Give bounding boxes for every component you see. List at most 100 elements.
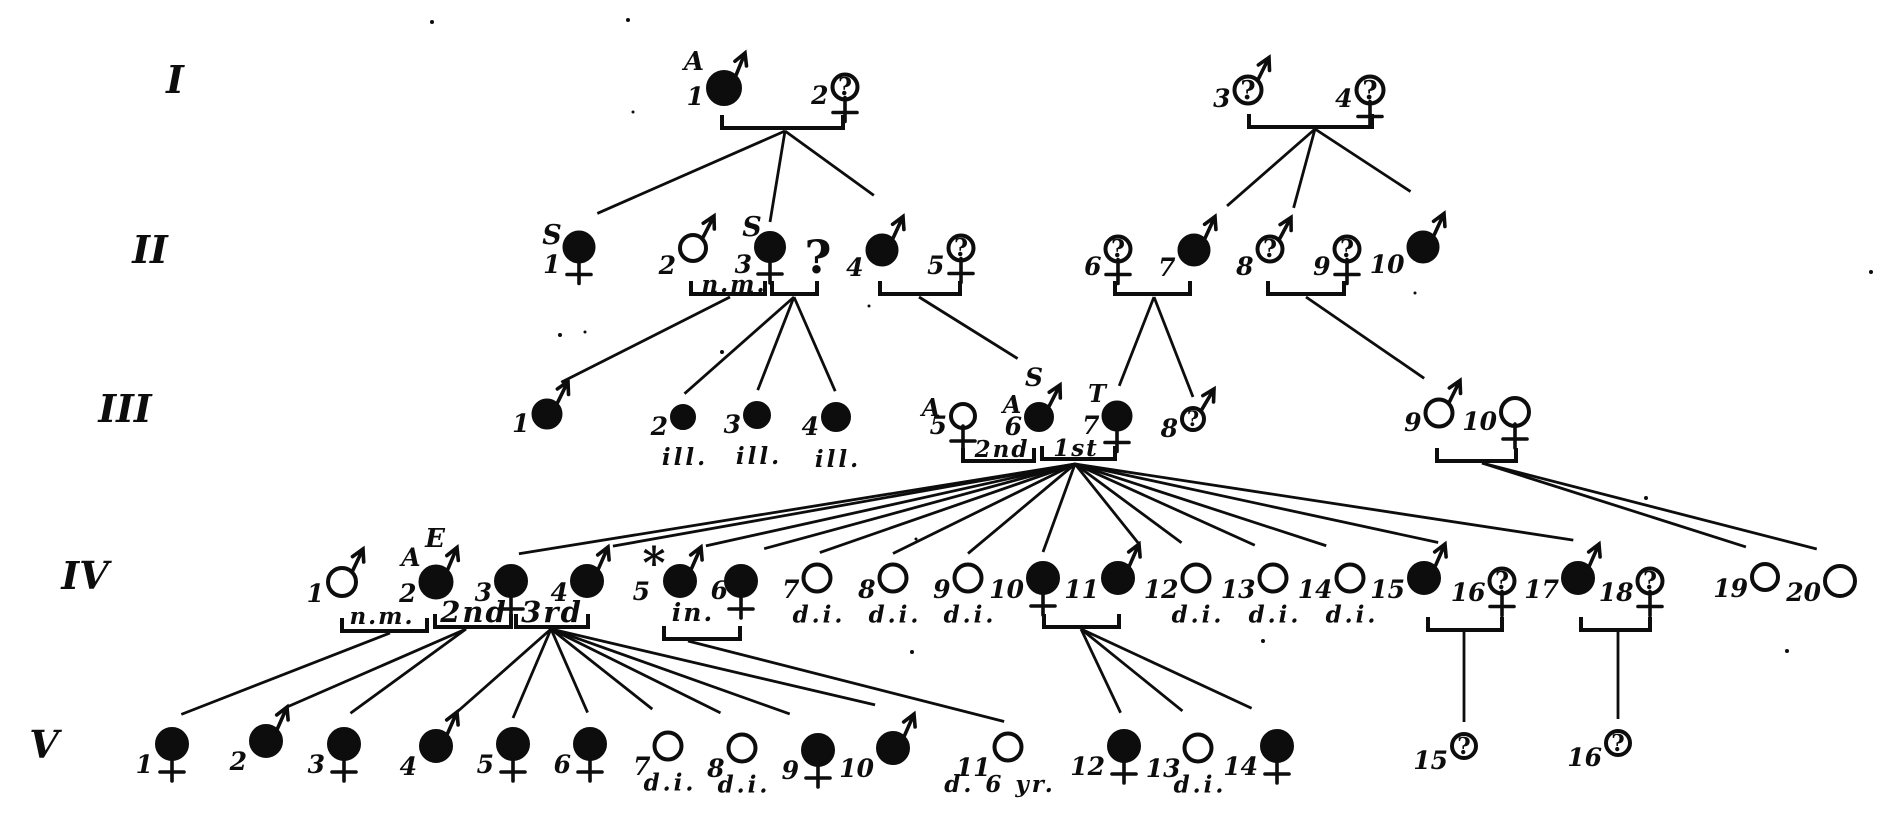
unaffected-circle-icon-IV-1 [326,566,358,598]
note-label-V-11: d. 6 yr. [944,771,1056,798]
speck-icon [1869,270,1873,274]
note-label-IV-9: d.i. [944,602,997,629]
individual-number-V-10: 10 [839,754,874,783]
individual-V-6: 6 [554,727,607,783]
descent-line-U13-V-7 [550,627,654,711]
descent-line-U10-IV-20 [1481,461,1818,551]
descent-lines [180,127,1818,723]
affected-circle-icon-III-4 [821,402,851,432]
individual-number-V-2: 2 [229,747,247,776]
affected-circle-icon-V-1 [155,727,189,761]
individual-number-III-6: 6 [1005,412,1022,441]
marriage-bracket-U12 [433,614,513,629]
individual-IV-13: 13d.i. [1221,562,1298,629]
individual-IV-8: 8d.i. [857,562,922,629]
affected-circle-icon-IV-3 [494,564,528,598]
unaffected-circle-icon-V-7 [652,730,684,762]
individual-number-III-3: 3 [724,410,741,439]
male-arrow-icon-III-8 [1199,385,1216,413]
note-label-III-2: ill. [662,444,708,471]
marriage-label-U9: 1st [1053,435,1099,462]
unaffected-circle-icon-III-10 [1499,396,1531,428]
male-arrow-icon-II-4 [890,213,906,242]
descent-line-U10-IV-19 [1481,461,1747,549]
individual-number-III-7: 7 [1082,411,1100,440]
individual-II-6: ?6 [1084,234,1133,286]
affected-circle-icon-V-6 [573,727,607,761]
affected-circle-icon-V-12 [1107,729,1141,763]
individual-number-III-8: 8 [1160,414,1178,443]
individual-number-V-7: 7 [633,752,651,781]
marriage-bracket-U10 [1435,448,1518,463]
individual-IV-20: 20 [1785,564,1857,607]
male-arrow-icon-V-4 [444,708,460,737]
individual-number-IV-3: 3 [475,578,492,607]
individual-number-IV-16: 16 [1451,578,1486,607]
descent-line-U9-IV-7 [819,462,1076,554]
descent-line-U1-II-4 [784,129,875,197]
individual-II-4: 4 [846,213,906,282]
individual-III-5: 5A [920,393,977,452]
marriage-bracket-U8 [961,448,1036,463]
individual-I-3: ?3 [1213,54,1272,113]
unknown-spouse-query-icon: ? [805,230,832,284]
marriage-bracket-U7 [1266,281,1346,296]
descent-line-U9-IV-17 [1074,462,1574,542]
unaffected-circle-icon-III-8 [1180,406,1206,432]
female-cross-icon-IV-6 [727,592,755,620]
descent-line-U2-II-10 [1314,127,1412,193]
unaffected-circle-icon-II-2 [678,233,708,263]
marriage-label-U11: n.m. [349,603,414,630]
descent-line-U15-V-12 [1079,628,1122,714]
descent-line-U4-III-3 [756,296,796,391]
affected-circle-icon-V-14 [1260,729,1294,763]
note-label-IV-8: d.i. [869,602,922,629]
descent-line-U6-III-8 [1152,296,1195,398]
individual-number-V-5: 5 [477,750,494,779]
individual-number-IV-13: 13 [1221,575,1256,604]
female-cross-icon-V-5 [499,755,527,783]
individual-IV-11: 11 [1064,540,1142,604]
affected-circle-icon-IV-5 [663,564,697,598]
note-label-V-8: d.i. [718,772,771,799]
descent-line-U13-V-8 [550,627,722,715]
female-cross-icon-III-5 [949,424,977,452]
speck-icon [1644,496,1648,500]
individual-number-I-2: 2 [810,81,828,110]
individual-II-2: 2 [658,212,717,280]
annotation-letter-IV-2-1: E [424,524,446,554]
individual-number-IV-12: 12 [1144,575,1179,604]
female-cross-icon-V-9 [804,761,832,789]
unaffected-circle-icon-I-3 [1232,74,1264,106]
individual-number-II-1: 1 [543,250,560,279]
descent-line-U1-II-3 [768,130,787,223]
individual-number-II-5: 5 [927,251,944,280]
male-arrow-icon-IV-17 [1586,540,1602,569]
marriage-label-U13: 3rd [521,595,583,629]
female-cross-icon-IV-3 [497,592,525,620]
affected-circle-icon-II-7 [1177,233,1211,267]
affected-circle-icon-V-2 [249,724,283,758]
individual-number-II-2: 2 [658,251,676,280]
individual-V-1: 1 [136,727,189,783]
unaffected-circle-icon-V-15 [1450,732,1478,760]
individual-number-IV-1: 1 [307,579,324,608]
individual-IV-19: 19 [1713,562,1780,603]
marriage-bracket-U5 [878,281,962,296]
individual-number-V-3: 3 [308,750,325,779]
note-label-IV-7: d.i. [793,602,846,629]
individual-number-IV-2: 2 [398,579,416,608]
female-cross-icon-V-12 [1110,757,1138,785]
male-arrow-icon-IV-15 [1432,540,1448,569]
annotation-letter-IV-2-0: A [399,543,420,572]
female-cross-icon-I-2 [831,95,859,124]
speck-icon [867,304,871,308]
descent-line-U9-IV-6 [763,462,1076,551]
affected-circle-icon-IV-11 [1101,561,1135,595]
speck-icon [1413,291,1417,295]
individual-V-7: 7d.i. [633,730,693,797]
individual-I-4: ?4 [1335,74,1386,128]
